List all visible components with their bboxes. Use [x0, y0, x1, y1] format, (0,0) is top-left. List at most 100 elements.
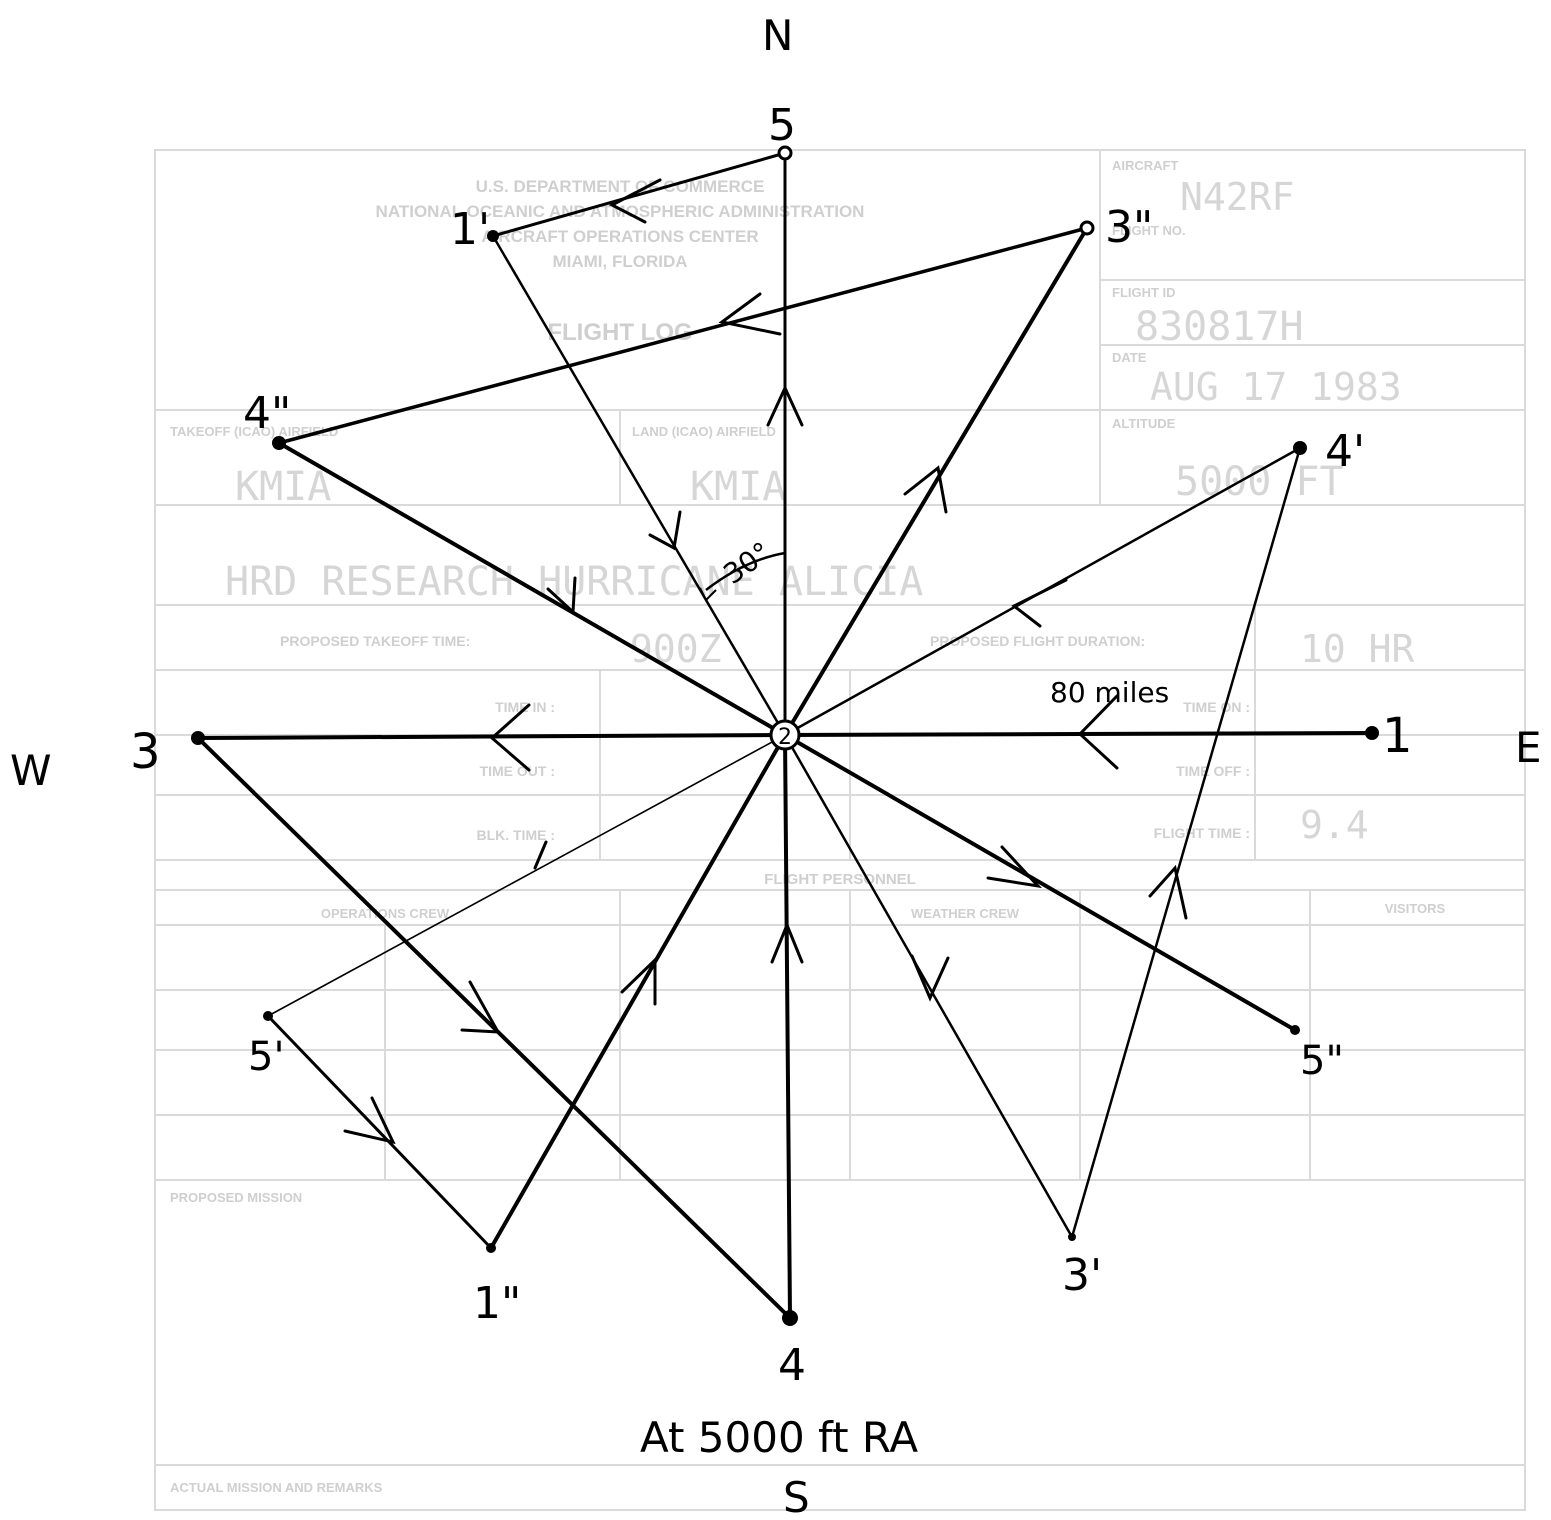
arrow-leg-2-to-3 [489, 703, 531, 772]
leg-4-to-2 [783, 733, 792, 1320]
waypoint-3p-dot [1068, 1233, 1076, 1241]
arrow-leg-3-to-4 [460, 980, 501, 1034]
waypoint-1pp-dot [486, 1243, 496, 1253]
arrow-leg-5p-to-1pp [343, 1096, 396, 1145]
center-circle [769, 719, 801, 751]
leg-2-to-5pp [783, 733, 1297, 1032]
waypoint-3pp-dot [1079, 220, 1095, 236]
form-weather-label: WEATHER CREW [911, 906, 1020, 921]
waypoint-5-dot [777, 145, 793, 161]
waypoint-labels: 1 3 4 5 1' 3' 4' 5' 1" 3" 4" 5" [130, 100, 1413, 1391]
leg-4pp-to-2 [277, 441, 787, 737]
leg-1pp-to-2 [489, 733, 787, 1250]
form-operations-label: OPERATIONS CREW [321, 906, 450, 921]
form-time-off-label: TIME OFF : [1176, 763, 1250, 779]
center-label: 2 [778, 725, 792, 750]
direction-arrows [343, 178, 1188, 1145]
form-flight-time-value: 9.4 [1300, 803, 1369, 847]
arrow-leg-4-to-2 [770, 921, 804, 964]
form-agency-line2: NATIONAL OCEANIC AND ATMOSPHERIC ADMINIS… [376, 202, 865, 221]
form-time-on-label: TIME ON : [1183, 699, 1250, 715]
leg-2-to-3pp [783, 226, 1089, 737]
form-flight-id-value: 830817H [1135, 304, 1304, 350]
arrow-leg-2-to-3pp [903, 465, 948, 514]
form-agency-line1: U.S. DEPARTMENT OF COMMERCE [476, 177, 765, 196]
waypoint-label-1pp: 1" [473, 1278, 521, 1329]
form-land-value: KMIA [690, 464, 786, 510]
waypoint-label-4p: 4' [1325, 426, 1365, 477]
waypoint-1-dot [1365, 726, 1379, 740]
waypoint-5p-dot [263, 1011, 273, 1021]
leg-3p-to-4p [1070, 446, 1302, 1239]
form-actual-mission-label: ACTUAL MISSION AND REMARKS [170, 1480, 383, 1495]
form-proposed-mission-label: PROPOSED MISSION [170, 1190, 302, 1205]
compass-labels: N S E W [10, 11, 1542, 1520]
waypoint-1p-dot [487, 230, 499, 242]
arrow-leg-2-to-5p [533, 840, 548, 870]
arrow-leg-1-to-2 [1077, 694, 1119, 770]
form-proposed-duration-label: PROPOSED FLIGHT DURATION: [930, 633, 1145, 649]
arrow-leg-3pp-to-4pp [718, 292, 782, 336]
form-flight-time-label: FLIGHT TIME : [1154, 825, 1250, 841]
leg-5p-to-1pp [266, 1014, 493, 1250]
waypoint-label-5pp: 5" [1300, 1038, 1344, 1084]
waypoints [191, 145, 1379, 1326]
arrow-leg-2-to-5 [766, 384, 804, 427]
leg-2-to-5p [267, 734, 786, 1017]
compass-north: N [762, 11, 793, 60]
waypoint-5pp-dot [1290, 1025, 1300, 1035]
form-proposed-takeoff-value: 900Z [630, 627, 722, 671]
waypoint-label-1: 1 [1382, 708, 1413, 764]
form-agency-line4: MIAMI, FLORIDA [552, 252, 687, 271]
leg-3pp-to-4pp [277, 226, 1089, 445]
waypoint-label-5p: 5' [248, 1034, 284, 1080]
form-takeoff-value: KMIA [235, 464, 331, 510]
waypoint-label-1p: 1' [450, 204, 490, 255]
form-aircraft-value: N42RF [1180, 175, 1294, 219]
arrow-leg-1pp-to-2 [620, 956, 657, 1006]
arrow-leg-4pp-to-2 [546, 576, 577, 616]
form-agency-line3: AIRCRAFT OPERATIONS CENTER [481, 227, 758, 246]
arrow-leg-1p-to-2 [648, 510, 682, 551]
form-date-label: DATE [1112, 350, 1147, 365]
form-flight-id-label: FLIGHT ID [1112, 285, 1176, 300]
form-time-out-label: TIME OUT : [480, 763, 555, 779]
waypoint-4pp-dot [272, 436, 286, 450]
angle-arc [705, 551, 786, 591]
waypoint-label-3pp: 3" [1105, 202, 1153, 253]
form-blk-time-label: BLK. TIME : [476, 827, 555, 843]
waypoint-label-5: 5 [768, 100, 796, 151]
form-proposed-duration-value: 10 HR [1300, 627, 1415, 671]
form-land-label: LAND (ICAO) AIRFIELD [632, 424, 776, 439]
leg-3-to-4 [196, 736, 792, 1320]
form-flight-no-label: FLIGHT NO. [1112, 223, 1186, 238]
waypoint-4-dot [782, 1310, 798, 1326]
form-aircraft-label: AIRCRAFT [1112, 158, 1178, 173]
flight-track [196, 151, 1374, 1320]
altitude-caption: At 5000 ft RA [640, 1413, 918, 1462]
compass-east: E [1515, 723, 1542, 772]
waypoint-label-4pp: 4" [243, 388, 291, 439]
arrow-leg-5-to-1p [608, 178, 662, 224]
center-waypoint: 2 [769, 719, 801, 751]
form-personnel-label: FLIGHT PERSONNEL [764, 871, 916, 888]
arrow-leg-2-to-5pp [986, 845, 1043, 889]
distance-label: 80 miles [1050, 676, 1169, 709]
form-date-value: AUG 17 1983 [1150, 365, 1402, 409]
waypoint-label-3: 3 [130, 724, 161, 780]
waypoint-3-dot [191, 731, 205, 745]
leg-5-to-1p [491, 151, 787, 238]
angle-arc-tick [699, 587, 717, 602]
waypoint-label-4: 4 [778, 1340, 806, 1391]
compass-south: S [783, 1473, 810, 1520]
background-form-text: U.S. DEPARTMENT OF COMMERCE NATIONAL OCE… [170, 158, 1446, 1495]
leg-2-to-3p [783, 733, 1074, 1239]
form-takeoff-label: TAKEOFF (ICAO) AIRFIELD [170, 424, 338, 439]
form-altitude-label: ALTITUDE [1112, 416, 1176, 431]
arrow-leg-3p-to-4p [1148, 864, 1188, 920]
leg-1p-to-2 [491, 234, 787, 737]
arrow-leg-4p-to-2 [1011, 578, 1068, 628]
arrow-leg-2-to-3p [910, 954, 950, 1002]
